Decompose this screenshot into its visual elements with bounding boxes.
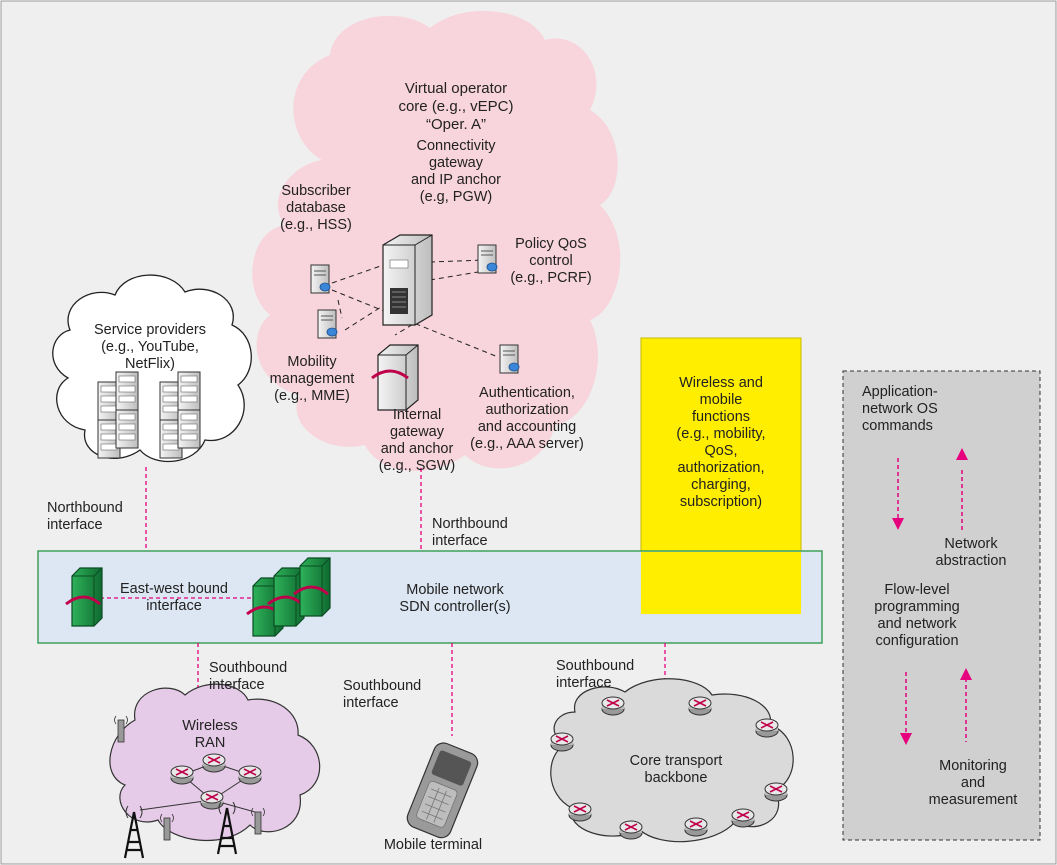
pcrf-server-icon [477, 244, 498, 274]
hss-label: Subscriber database (e.g., HSS) [280, 183, 352, 233]
side-panel-arrows [897, 458, 967, 742]
controller-device-left [64, 566, 104, 628]
mobile-terminal-icon [406, 742, 479, 839]
sgw-server-icon [371, 344, 419, 411]
southbound-right-label: Southbound interface [556, 658, 635, 691]
aaa-label: Authentication, authorization and accoun… [470, 385, 584, 452]
east-west-label: East-west bound interface [119, 581, 228, 614]
pgw-label: Connectivity gateway and IP anchor (e.g,… [410, 138, 502, 205]
operator-core-cloud [252, 10, 621, 472]
app-os-label: Application- network OS commands [862, 384, 938, 434]
network-abstraction-label: Network abstraction [935, 536, 1007, 569]
mme-label: Mobility management (e.g., MME) [269, 354, 355, 404]
controller-title: Mobile network SDN controller(s) [399, 582, 511, 615]
flow-programming-label: Flow-level programming and network confi… [874, 582, 960, 649]
northbound-left-label: Northbound interface [47, 500, 123, 533]
side-panel-arrowheads [892, 448, 972, 745]
mobile-terminal-label: Mobile terminal [383, 837, 483, 853]
pgw-server-icon [382, 234, 433, 326]
wireless-functions-overlap [641, 552, 801, 614]
hss-server-icon [310, 264, 331, 294]
northbound-center-label: Northbound interface [432, 516, 508, 549]
core-transport-cloud [550, 678, 794, 843]
wireless-ran-label: Wireless RAN [182, 718, 238, 751]
mme-server-icon [317, 309, 338, 339]
pcrf-label: Policy QoS control (e.g., PCRF) [510, 236, 592, 286]
monitoring-label: Monitoring and measurement [928, 758, 1018, 808]
wireless-functions-label: Wireless and mobile functions (e.g., mob… [676, 375, 766, 510]
southbound-left-label: Southbound interface [209, 660, 288, 693]
core-transport-label: Core transport backbone [629, 753, 723, 786]
side-panel [842, 370, 1041, 841]
southbound-center-label: Southbound interface [343, 678, 422, 711]
service-providers-label: Service providers (e.g., YouTube, NetFli… [93, 322, 206, 372]
sgw-label: Internal gateway and anchor (e.g., SGW) [378, 407, 456, 474]
core-servers [310, 234, 520, 411]
operator-core-title: Virtual operator core (e.g., vEPC) “Oper… [398, 80, 514, 133]
aaa-server-icon [499, 344, 520, 374]
